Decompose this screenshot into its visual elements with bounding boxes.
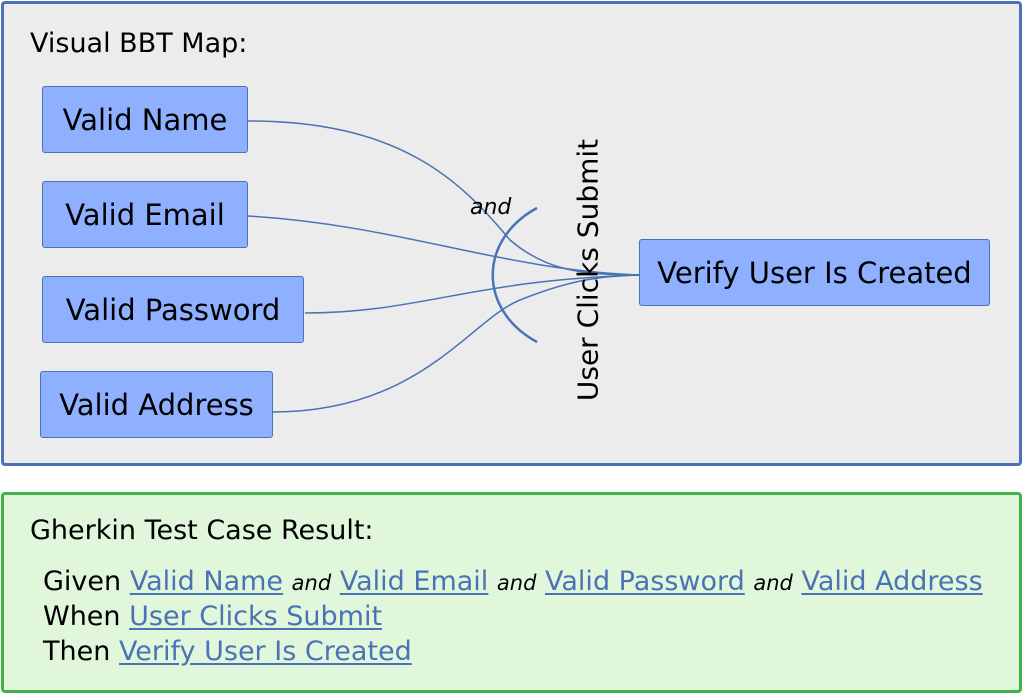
gherkin-result-panel	[1, 492, 1022, 693]
node-verify-user-created: Verify User Is Created	[639, 239, 990, 306]
and-bracket	[491, 206, 538, 344]
when-line: When User Clicks Submit	[43, 601, 382, 633]
node-valid-email: Valid Email	[42, 181, 248, 248]
given-keyword: Given	[43, 566, 122, 597]
link-password	[304, 274, 641, 314]
and-conjunction: and	[291, 571, 332, 595]
then-line: Then Verify User Is Created	[43, 636, 412, 668]
link-email	[247, 215, 641, 276]
given-link-valid-address[interactable]: Valid Address	[801, 566, 983, 597]
and-conjunction: and	[496, 571, 537, 595]
and-conjunction: and	[753, 571, 793, 595]
node-valid-address: Valid Address	[40, 371, 273, 438]
then-keyword: Then	[43, 636, 111, 667]
and-label: and	[470, 195, 512, 220]
given-line: Given Valid Name and Valid Email and Val…	[43, 566, 983, 599]
when-keyword: When	[43, 601, 121, 632]
node-valid-password: Valid Password	[42, 276, 304, 343]
given-link-valid-email[interactable]: Valid Email	[339, 566, 489, 597]
map-title: Visual BBT Map:	[30, 28, 248, 59]
result-title: Gherkin Test Case Result:	[30, 515, 374, 546]
link-name	[247, 120, 641, 276]
action-label: User Clicks Submit	[571, 138, 605, 402]
given-link-valid-name[interactable]: Valid Name	[129, 566, 284, 597]
then-link-verify-user-created[interactable]: Verify User Is Created	[118, 636, 412, 667]
given-link-valid-password[interactable]: Valid Password	[545, 566, 745, 597]
when-link-user-clicks-submit[interactable]: User Clicks Submit	[129, 601, 383, 632]
node-valid-name: Valid Name	[42, 86, 248, 153]
